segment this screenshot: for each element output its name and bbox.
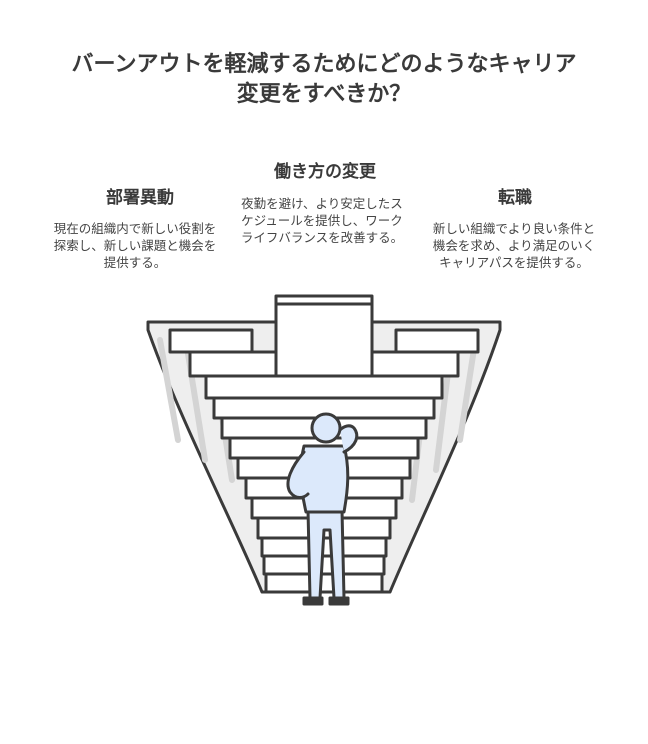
option-description-job-change: 新しい組織でより良い条件と機会を求め、より満足のいくキャリアパスを提供する。 xyxy=(432,221,596,270)
option-description-department-transfer: 現在の組織内で新しい役割を探索し、新しい課題と機会を提供する。 xyxy=(53,221,217,270)
stair-step xyxy=(188,350,278,378)
stair-step xyxy=(262,554,386,576)
stair-step xyxy=(168,328,254,354)
page-title: バーンアウトを軽減するためにどのようなキャリア 変更をすべきか？ xyxy=(0,50,648,110)
option-description-work-style-change: 夜勤を避け、より安定したスケジュールを提供し、ワークライフバランスを改善する。 xyxy=(240,196,404,245)
title-line-1: バーンアウトを軽減するためにどのようなキャリア xyxy=(71,52,577,77)
stair-step xyxy=(394,328,480,354)
thinking-person-icon xyxy=(286,412,359,606)
stair-step xyxy=(204,374,444,400)
stair-step xyxy=(264,572,384,594)
option-heading-job-change: 転職 xyxy=(498,188,532,208)
stair-step xyxy=(370,350,460,378)
title-line-2: 変更をすべきか？ xyxy=(236,82,412,107)
option-heading-department-transfer: 部署異動 xyxy=(106,188,174,208)
option-heading-work-style-change: 働き方の変更 xyxy=(274,162,376,182)
stair-step xyxy=(274,294,374,378)
